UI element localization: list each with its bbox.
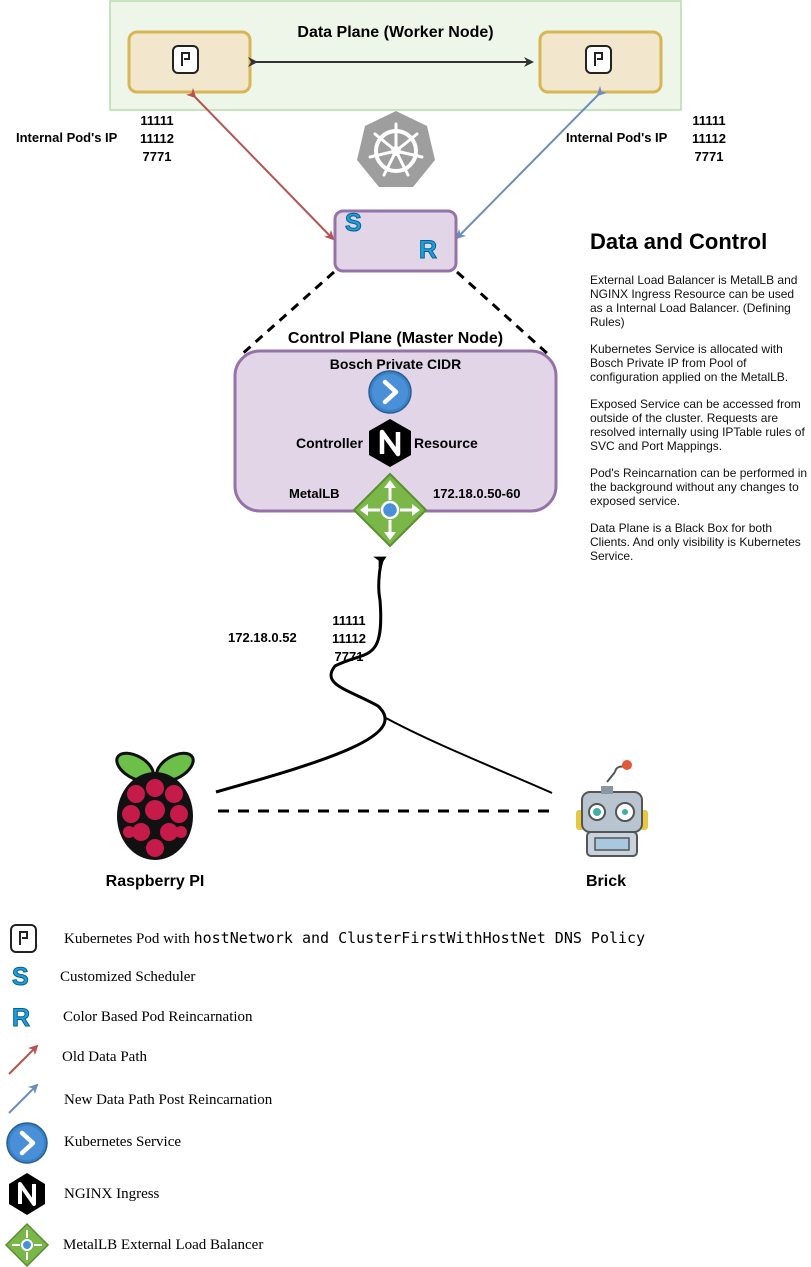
side-paragraph: Exposed Service can be accessed from out… xyxy=(590,397,805,453)
legend-old-path: Old Data Path xyxy=(62,1049,147,1065)
port-value: 7771 xyxy=(334,649,364,664)
service-icon xyxy=(368,370,412,414)
port-value: 7771 xyxy=(142,149,172,164)
client-link-curve xyxy=(215,556,387,794)
legend-pod-mono: hostNetwork and ClusterFirstWithHostNet … xyxy=(193,929,646,947)
kubernetes-icon xyxy=(357,111,435,187)
old-data-path-arrow xyxy=(185,87,335,241)
nginx-icon xyxy=(369,419,411,467)
legend-new-path-icon xyxy=(8,1083,39,1114)
scheduler-box[interactable] xyxy=(333,209,458,273)
side-paragraph: External Load Balancer is MetalLB and NG… xyxy=(590,273,798,329)
legend-ingress: NGINX Ingress xyxy=(64,1186,160,1202)
right-pod-ports: 11111 11112 7771 xyxy=(684,112,734,166)
raspberry-pi-icon xyxy=(115,751,195,860)
brick-label: Brick xyxy=(585,873,627,890)
port-value: 11112 xyxy=(140,131,174,146)
scheduler-icon: S xyxy=(345,209,363,238)
port-value: 11111 xyxy=(332,613,366,628)
resource-label: Resource xyxy=(414,435,478,451)
right-pod-ip-label: Internal Pod's IP xyxy=(566,130,668,145)
client-ip-label: 172.18.0.52 xyxy=(228,630,297,645)
legend-pod-icon xyxy=(10,924,37,953)
cidr-label: Bosch Private CIDR xyxy=(329,356,462,372)
legend-scheduler-icon: S xyxy=(12,963,30,992)
client-link-brick xyxy=(385,717,553,794)
side-paragraph: Pod's Reincarnation can be performed in … xyxy=(590,466,808,508)
port-value: 11111 xyxy=(140,113,174,128)
side-paragraph: Data Plane is a Black Box for both Clien… xyxy=(590,521,801,563)
port-value: 11112 xyxy=(692,131,726,146)
dashed-connector-right xyxy=(455,270,551,357)
left-pod-ports: 11111 11112 7771 xyxy=(132,112,182,166)
controller-label: Controller xyxy=(296,435,363,451)
side-panel: Data and Control External Load Balancer … xyxy=(590,229,808,576)
legend-nginx-icon xyxy=(9,1173,45,1215)
metallb-icon xyxy=(352,472,428,548)
legend-pod-text: Kubernetes Pod with xyxy=(64,931,194,947)
legend-new-path: New Data Path Post Reincarnation xyxy=(64,1092,273,1108)
raspberry-pi-label: Raspberry PI xyxy=(105,873,205,890)
pod-icon xyxy=(585,45,612,74)
side-paragraph: Kubernetes Service is allocated with Bos… xyxy=(590,342,789,384)
legend-reincarnation-icon: R xyxy=(11,1004,31,1033)
legend-metallb-icon xyxy=(4,1222,50,1267)
legend-service: Kubernetes Service xyxy=(64,1134,182,1150)
metallb-label: MetalLB xyxy=(289,486,340,501)
side-panel-title: Data and Control xyxy=(590,229,768,254)
new-data-path-arrow xyxy=(455,85,608,240)
legend-scheduler: Customized Scheduler xyxy=(60,969,196,985)
control-plane-title: Control Plane (Master Node) xyxy=(287,330,504,347)
legend-reincarnation: Color Based Pod Reincarnation xyxy=(63,1009,253,1025)
dashed-connector-left xyxy=(240,270,335,357)
reincarnation-icon: R xyxy=(418,236,438,265)
legend-pod: Kubernetes Pod with hostNetwork and Clus… xyxy=(64,929,645,948)
port-value: 7771 xyxy=(694,149,724,164)
legend-service-icon xyxy=(6,1122,48,1164)
port-value: 11111 xyxy=(692,113,726,128)
port-value: 11112 xyxy=(332,631,366,646)
robot-icon xyxy=(576,760,648,857)
pod-icon xyxy=(172,45,199,74)
left-pod-ip-label: Internal Pod's IP xyxy=(16,130,118,145)
ip-range-label: 172.18.0.50-60 xyxy=(433,486,521,501)
client-ports: 11111 11112 7771 xyxy=(324,612,374,666)
data-plane-title: Data Plane (Worker Node) xyxy=(297,24,494,41)
legend-old-path-icon xyxy=(8,1044,39,1075)
legend-metallb: MetalLB External Load Balancer xyxy=(63,1237,264,1253)
